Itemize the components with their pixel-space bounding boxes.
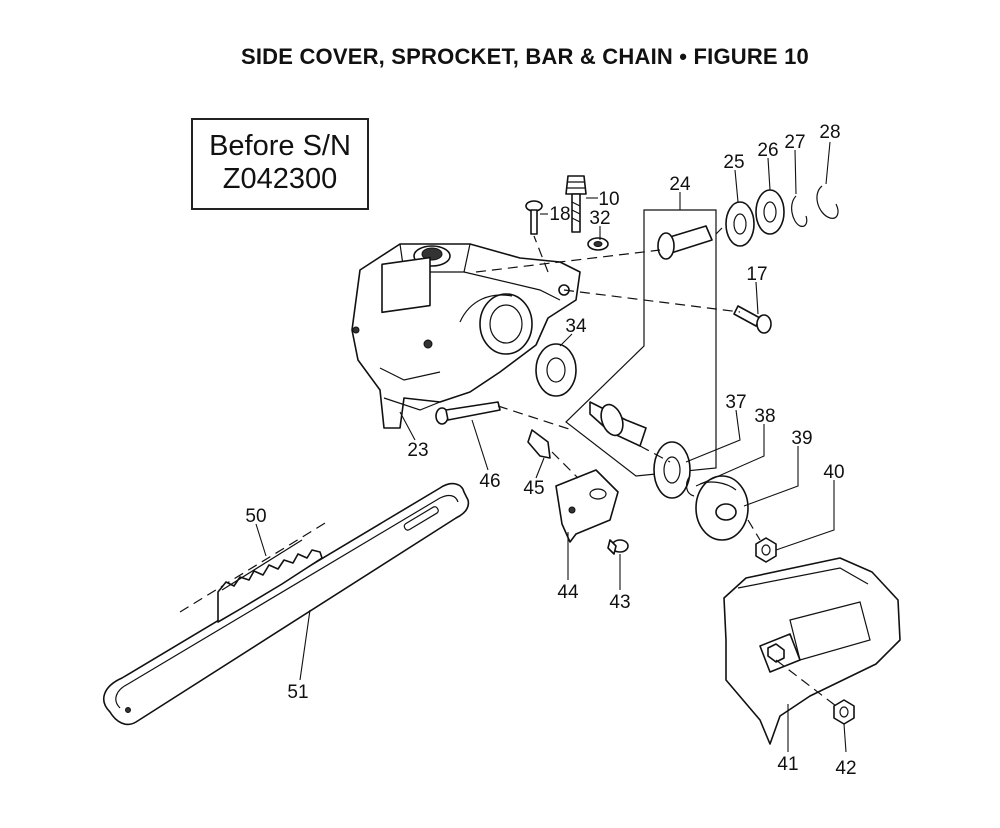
label-38: 38 (754, 406, 775, 427)
plate-44 (555, 469, 619, 543)
stud-45 (527, 429, 551, 459)
label-32: 32 (589, 208, 610, 229)
screw-18 (525, 200, 543, 235)
leader-lines (255, 141, 847, 753)
label-18: 18 (549, 204, 570, 225)
snap-ring-28 (816, 185, 839, 219)
label-17: 17 (746, 264, 767, 285)
label-45: 45 (523, 478, 544, 499)
serial-note-line2: Z042300 (222, 163, 338, 195)
washer-37 (653, 441, 691, 499)
label-50: 50 (245, 506, 266, 527)
snap-ring-27 (791, 195, 808, 227)
label-28: 28 (819, 122, 840, 143)
label-10: 10 (598, 189, 619, 210)
label-40: 40 (823, 462, 844, 483)
bearing-25 (725, 201, 755, 247)
clip-38 (685, 475, 695, 497)
bolt-17 (733, 305, 772, 334)
label-46: 46 (479, 471, 500, 492)
label-23: 23 (407, 440, 428, 461)
label-39: 39 (791, 428, 812, 449)
nut-42 (833, 699, 855, 725)
label-34: 34 (565, 316, 587, 337)
serial-number-note: Before S/N Z042300 (191, 118, 369, 210)
grease-bolt-10 (565, 175, 587, 233)
adjust-bolt-46 (435, 401, 501, 425)
label-27: 27 (784, 132, 805, 153)
label-43: 43 (609, 592, 630, 613)
nut-40 (755, 537, 777, 563)
label-41: 41 (777, 754, 798, 775)
label-24: 24 (669, 174, 691, 195)
bearing-34 (535, 343, 577, 397)
shaft-assembly-24 (565, 209, 717, 477)
sprocket-39 (695, 475, 749, 541)
label-25: 25 (723, 152, 744, 173)
assembly-lines (475, 227, 837, 707)
serial-note-line1: Before S/N (209, 130, 351, 162)
figure-title: SIDE COVER, SPROCKET, BAR & CHAIN • FIGU… (240, 44, 809, 69)
label-51: 51 (287, 682, 308, 703)
label-44: 44 (557, 582, 579, 603)
label-37: 37 (725, 392, 746, 413)
side-cover-41 (723, 557, 901, 745)
guide-bar (102, 482, 470, 726)
bearing-26 (755, 189, 785, 235)
saw-chain (179, 519, 331, 623)
screw-43 (607, 539, 629, 555)
gear-housing (351, 243, 581, 429)
label-42: 42 (835, 758, 856, 779)
label-26: 26 (757, 140, 778, 161)
washer-32 (587, 237, 609, 251)
part-number-labels: 10 17 18 23 24 25 26 27 28 32 34 37 38 3… (245, 122, 856, 779)
